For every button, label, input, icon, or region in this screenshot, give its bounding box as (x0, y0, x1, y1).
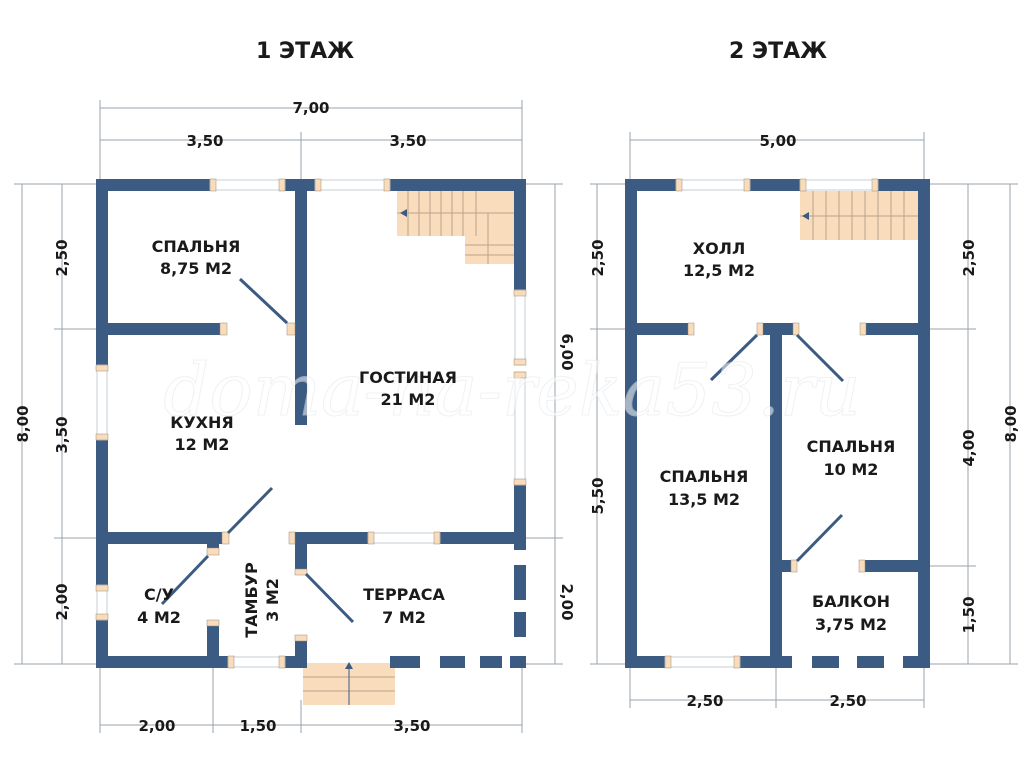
floor1-staircase (397, 191, 514, 264)
room-name: БАЛКОН (812, 592, 890, 611)
room-area: 12,5 М2 (683, 261, 755, 280)
dim2-top-total: 5,00 (759, 132, 796, 150)
room-name: СПАЛЬНЯ (807, 437, 896, 456)
floor1-walls (96, 179, 526, 668)
dim2-left-2: 5,50 (589, 477, 607, 514)
room-area: 13,5 М2 (668, 490, 740, 509)
dim-bottom-3: 3,50 (393, 717, 430, 735)
dim-left-total: 8,00 (14, 405, 32, 442)
room-name: С/У (144, 585, 174, 604)
dim2-bottom-1: 2,50 (686, 692, 723, 710)
dim2-right-total: 8,00 (1002, 405, 1020, 442)
floor2-doors (709, 333, 845, 563)
room-name: ТАМБУР (242, 562, 261, 638)
dim-top-total: 7,00 (292, 99, 329, 117)
dim-bottom-2: 1,50 (239, 717, 276, 735)
dim-bottom-1: 2,00 (138, 717, 175, 735)
dim-right-2: 2,00 (558, 583, 576, 620)
floor2-title: 2 ЭТАЖ (729, 39, 827, 64)
room-area: 12 М2 (175, 435, 230, 454)
floor1-title: 1 ЭТАЖ (256, 39, 354, 64)
dim2-right-1: 2,50 (960, 239, 978, 276)
floor1-dimensions (14, 100, 563, 733)
dim2-right-3: 1,50 (960, 596, 978, 633)
dim2-bottom-2: 2,50 (829, 692, 866, 710)
floor1-doors (160, 277, 355, 624)
dim-left-2: 3,50 (53, 416, 71, 453)
room-name: ХОЛЛ (693, 239, 746, 258)
dim2-right-2: 4,00 (960, 429, 978, 466)
room-area: 10 М2 (824, 460, 879, 479)
floor2-walls (625, 179, 930, 668)
room-area: 4 М2 (137, 608, 181, 627)
dim-top-right: 3,50 (389, 132, 426, 150)
room-area: 3 М2 (263, 578, 282, 622)
floor2-windows (664, 178, 879, 669)
watermark: doma-na-reka53.ru (163, 348, 860, 432)
dim2-left-1: 2,50 (589, 239, 607, 276)
room-name: КУХНЯ (170, 413, 233, 432)
room-name: СПАЛЬНЯ (660, 467, 749, 486)
floor1-windows (95, 178, 527, 669)
room-name: ТЕРРАСА (363, 585, 445, 604)
dim-left-3: 2,00 (53, 583, 71, 620)
dim-top-left: 3,50 (186, 132, 223, 150)
room-name: СПАЛЬНЯ (152, 237, 241, 256)
floor1-room-labels: СПАЛЬНЯ 8,75 М2 ГОСТИНАЯ 21 М2 КУХНЯ 12 … (137, 237, 457, 638)
floor2-dimensions (590, 132, 1018, 708)
room-name: ГОСТИНАЯ (359, 368, 457, 387)
floor2-room-labels: ХОЛЛ 12,5 М2 СПАЛЬНЯ 13,5 М2 СПАЛЬНЯ 10 … (660, 239, 896, 634)
room-area: 7 М2 (382, 608, 426, 627)
floor2-staircase (800, 191, 918, 240)
porch-steps (303, 662, 395, 705)
dim-left-1: 2,50 (53, 239, 71, 276)
room-area: 21 М2 (381, 390, 436, 409)
room-area: 8,75 М2 (160, 259, 232, 278)
dim-right-1: 6,00 (558, 333, 576, 370)
room-area: 3,75 М2 (815, 615, 887, 634)
